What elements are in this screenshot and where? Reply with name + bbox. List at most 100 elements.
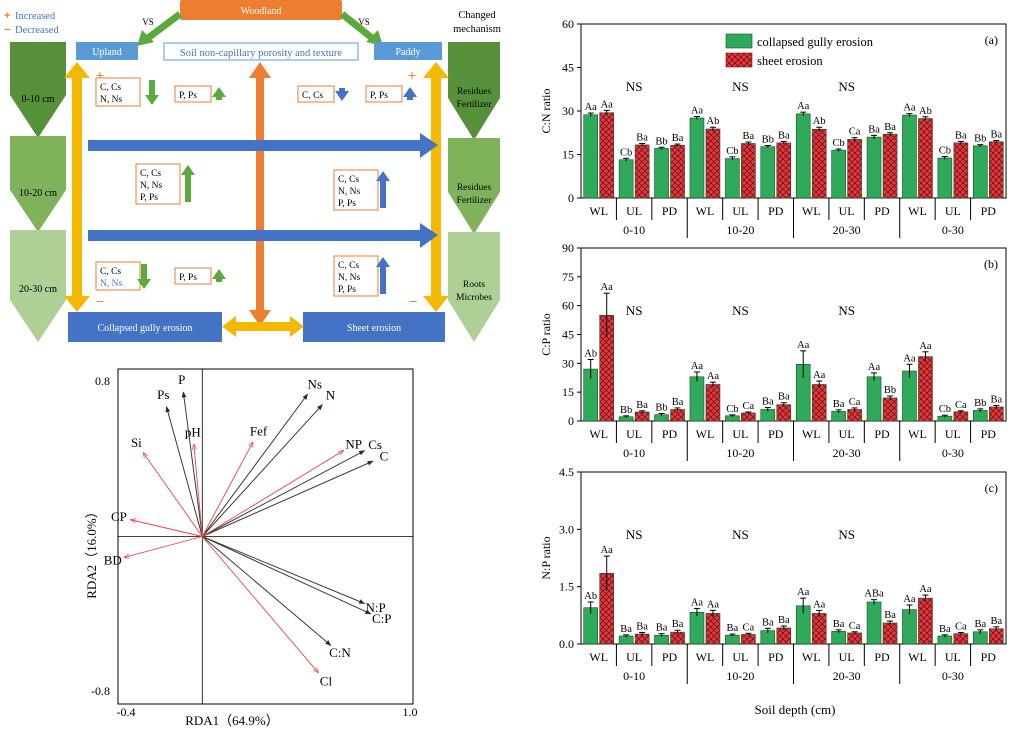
bar-sheet — [776, 142, 792, 199]
changed-label-1: Changed — [458, 10, 496, 21]
mechanism-diagram: + Increased − Decreased 0-10 cm 10-20 cm… — [4, 0, 501, 342]
depth-group-label: 20-30 — [833, 446, 861, 460]
bar-sheet — [670, 144, 685, 199]
bar-collapsed — [972, 410, 988, 422]
bar-sheet — [705, 128, 721, 199]
yellow-arrow-left — [64, 62, 90, 312]
rda-env-vector-bd — [124, 536, 203, 558]
depth-chevron-2 — [10, 136, 66, 232]
significance-letter: Aa — [813, 599, 826, 610]
bar-sheet — [988, 406, 1004, 422]
box-text: P, Ps — [179, 91, 197, 101]
significance-letter: Aa — [797, 101, 810, 112]
category-label: WL — [696, 650, 715, 664]
up-arrow-icon — [376, 257, 390, 294]
bar-collapsed — [618, 159, 634, 199]
significance-letter: Ba — [990, 616, 1002, 627]
ns-label: NS — [732, 79, 749, 94]
significance-letter: Ca — [849, 621, 861, 632]
significance-letter: Ba — [762, 617, 774, 628]
depth-group-label: 10-20 — [726, 446, 754, 460]
significance-letter: Aa — [601, 545, 614, 556]
category-label: WL — [589, 650, 608, 664]
category-label: WL — [802, 427, 821, 441]
panel-frame — [580, 471, 1007, 645]
panel-label: (b) — [984, 257, 998, 271]
rda-x-max: 1.0 — [403, 705, 418, 719]
significance-letter: Ba — [636, 622, 648, 633]
category-label: PD — [874, 427, 890, 441]
significance-letter: Bb — [620, 405, 632, 416]
bar-sheet — [634, 144, 650, 199]
category-label: UL — [626, 650, 642, 664]
bar-sheet — [811, 128, 827, 199]
depth-label-1: 0-10 cm — [21, 94, 54, 105]
y-tick-label: 0.0 — [559, 637, 574, 651]
soil-depth-label: Soil depth (cm) — [755, 702, 836, 717]
box-text: N, Ns — [100, 95, 122, 105]
category-label: UL — [839, 427, 855, 441]
rda-vector-cs — [202, 450, 366, 537]
significance-letter: Aa — [903, 594, 916, 605]
depth-group-label: 0-10 — [623, 223, 645, 237]
category-label: PD — [768, 204, 784, 218]
bar-sheet — [847, 632, 862, 645]
mechanism-1-b: Fertilizer — [457, 100, 493, 110]
legend-increased: Increased — [15, 11, 56, 22]
significance-letter: Ca — [849, 127, 861, 138]
arrow-woodland-paddy — [339, 11, 375, 41]
y-tick-label: 60 — [562, 17, 574, 31]
ns-label: NS — [838, 527, 855, 542]
y-tick-label: 0 — [568, 414, 574, 428]
significance-letter: Ba — [884, 610, 896, 621]
y-tick-label: 90 — [562, 241, 574, 255]
bar-collapsed — [866, 601, 882, 645]
significance-letter: Aa — [691, 597, 704, 608]
bar-collapsed — [972, 145, 988, 199]
rda-env-label: Si — [131, 435, 142, 450]
significance-letter: Ba — [884, 122, 896, 133]
bar-sheet — [599, 112, 615, 199]
rda-vector-c-n — [201, 536, 332, 646]
rda-env-vector-cp — [131, 520, 203, 537]
rda-vector-label: Cs — [368, 437, 382, 452]
category-label: WL — [589, 427, 608, 441]
rda-y-min: -0.8 — [91, 684, 110, 698]
bar-collapsed — [866, 136, 882, 199]
mechanism-2-b: Fertilizer — [457, 196, 493, 206]
legend-decreased: Decreased — [15, 25, 59, 36]
significance-letter: Ab — [584, 591, 597, 602]
y-tick-label: 15 — [562, 385, 574, 399]
rda-vector-c-p — [202, 536, 372, 615]
rda-vector-label: Ns — [308, 376, 322, 391]
category-label: UL — [839, 204, 855, 218]
collapsed-box — [68, 312, 222, 342]
ns-label: NS — [626, 79, 643, 94]
category-label: WL — [802, 204, 821, 218]
rda-x-min: -0.4 — [117, 705, 136, 719]
bar-sheet — [918, 597, 933, 645]
ns-label: NS — [626, 527, 643, 542]
bar-sheet — [705, 384, 721, 422]
up-arrow-icon — [212, 87, 226, 100]
bar-collapsed — [689, 376, 705, 422]
yellow-arrow-right — [423, 62, 449, 312]
rda-env-vector-fef — [201, 442, 253, 537]
significance-letter: Aa — [585, 102, 598, 113]
box-r2-u: C, CsN, NsP, Ps — [135, 163, 195, 205]
category-label: WL — [908, 204, 927, 218]
bar-sheet — [882, 133, 898, 199]
y-tick-label: 75 — [562, 270, 574, 284]
up-arrow-icon — [181, 165, 195, 202]
y-tick-label: 60 — [562, 299, 574, 313]
rda-vector-n-p — [202, 536, 366, 604]
arrow-woodland-upland — [145, 11, 183, 41]
rda-y-label: RDA2（16.0%） — [84, 505, 99, 599]
significance-letter: Aa — [601, 282, 614, 293]
box-text: P, Ps — [179, 273, 197, 283]
upland-label: Upland — [92, 47, 121, 58]
down-arrow-icon — [137, 264, 151, 289]
mechanism-chevron-3 — [448, 232, 500, 342]
significance-letter: ABa — [864, 589, 884, 600]
